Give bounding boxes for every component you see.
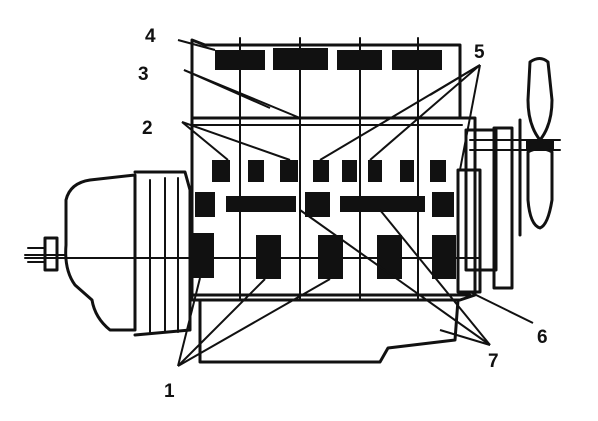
callout-1: 1 [164,381,175,402]
cylinder-row [195,192,454,217]
crankshaft-output-shaft [24,236,67,272]
flywheel-housing [64,170,192,337]
callout-4: 4 [145,26,156,47]
callout-3: 3 [138,64,149,85]
callout-5: 5 [474,42,485,63]
callout-7: 7 [488,351,499,372]
cylinder-head-blocks [215,48,442,70]
valve-row [212,160,446,182]
timing-cover [456,126,561,294]
oil-pan [198,298,460,364]
fan [518,57,554,237]
callout-6: 6 [537,327,548,348]
callout-2: 2 [142,118,153,139]
leader-lines [177,39,534,367]
